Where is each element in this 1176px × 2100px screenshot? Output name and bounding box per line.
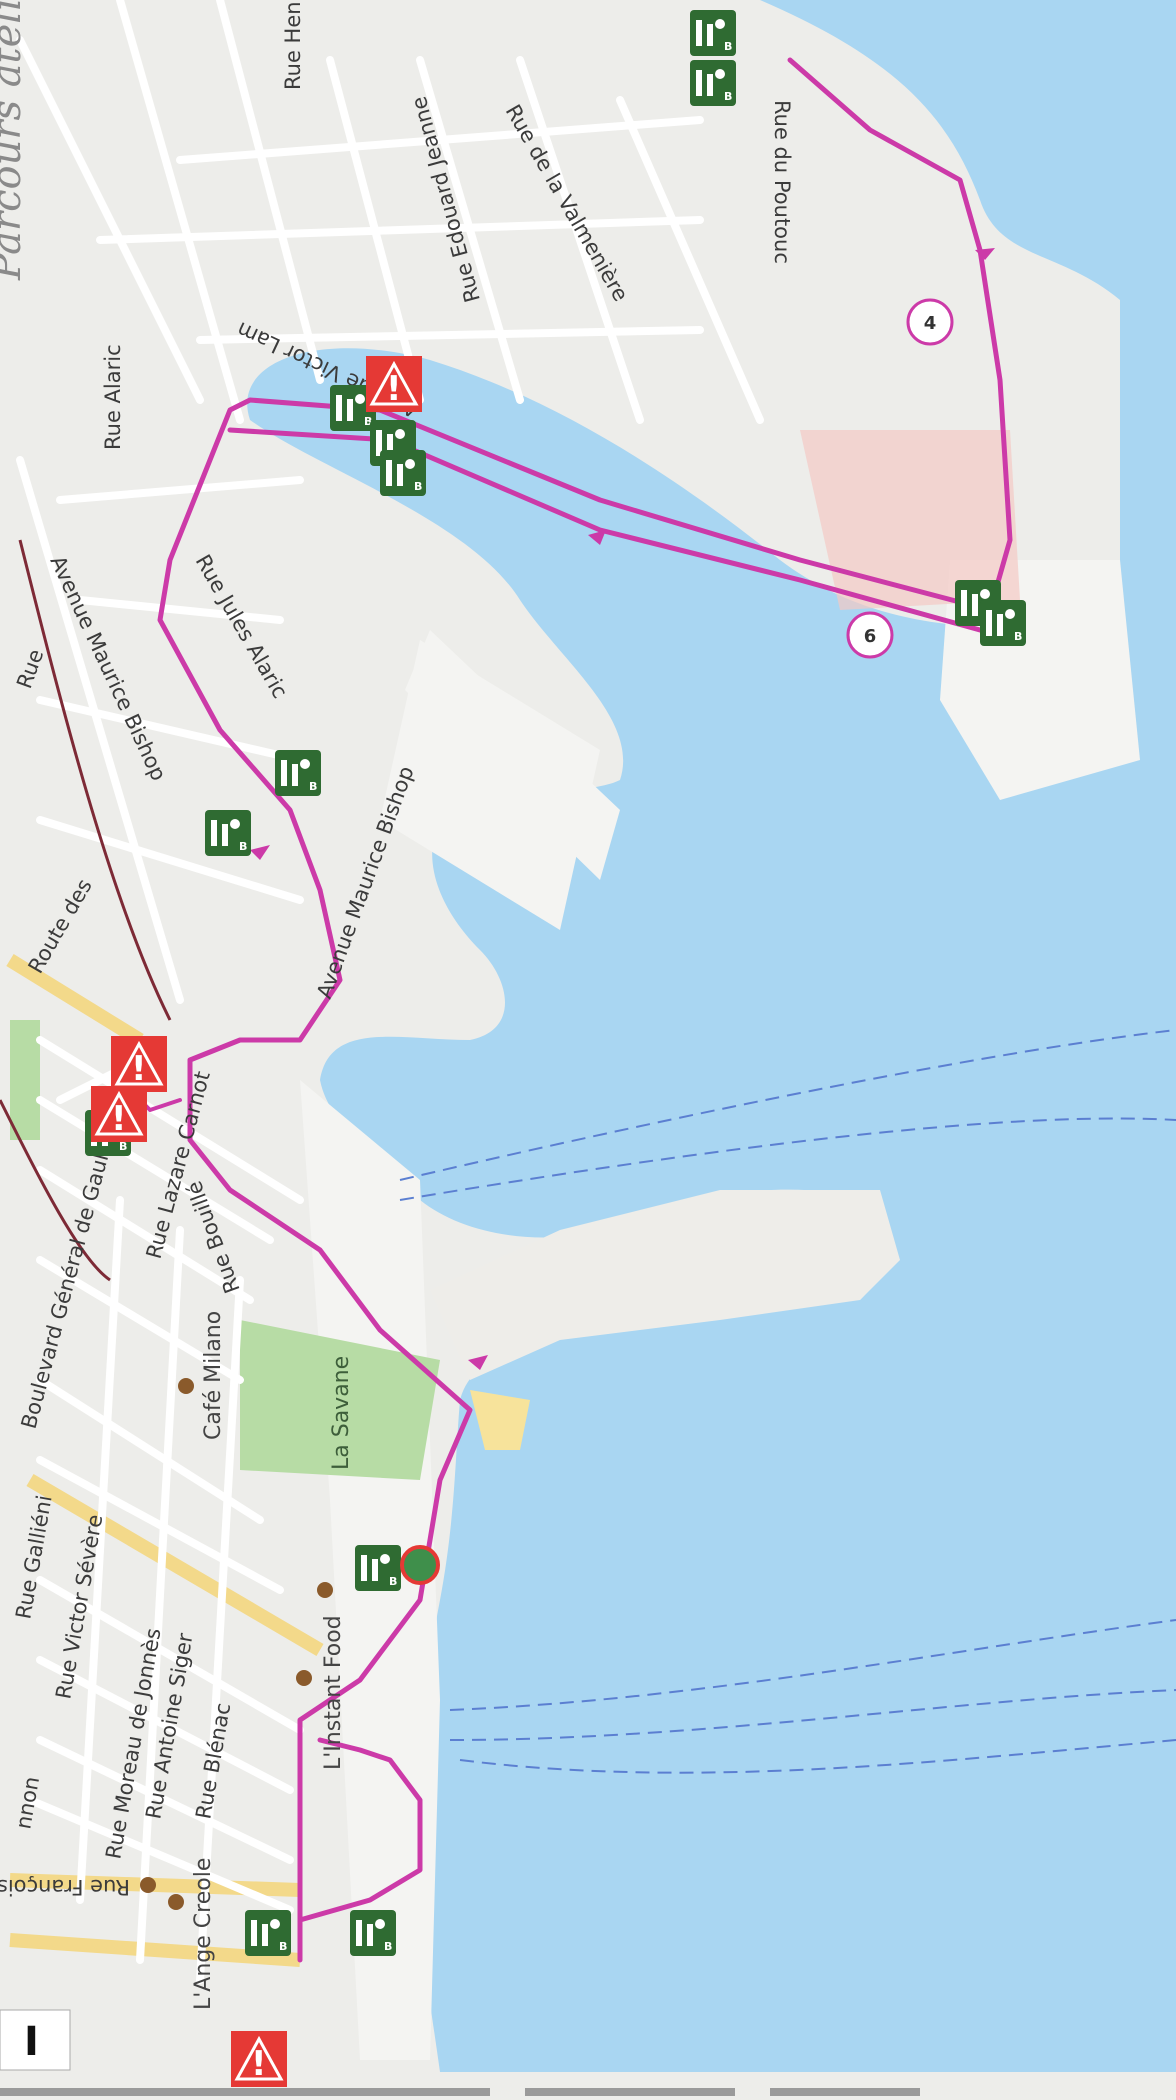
page-marker: I: [24, 2019, 39, 2065]
warning-icon: !: [366, 356, 422, 412]
warning-icon: !: [231, 2031, 287, 2087]
aid-station-icon: B: [245, 1910, 291, 1956]
aid-station-icon: B: [350, 1910, 396, 1956]
warning-icon: !: [91, 1086, 147, 1142]
industrial-zone: [800, 430, 1020, 610]
svg-text:B: B: [384, 1940, 392, 1953]
handwritten-note: Parcours atelier: [0, 0, 30, 281]
route-arrows: [250, 248, 995, 1370]
aid-station-icon: B: [355, 1545, 401, 1591]
aid-station-icon: B: [980, 600, 1026, 646]
cafe-icons: [140, 1378, 333, 1910]
svg-text:B: B: [724, 40, 732, 53]
cafe-icon: [140, 1877, 156, 1893]
peninsula: [430, 1190, 900, 1380]
park-savane: [240, 1320, 440, 1480]
svg-text:!: !: [131, 1049, 147, 1089]
aid-station-icon: B: [690, 10, 736, 56]
km-marker-6: 6: [846, 611, 894, 659]
boulevards: [0, 539, 172, 1282]
page-marker-box: [0, 2009, 71, 2071]
warning-icons: ! ! ! !: [91, 356, 422, 2087]
svg-text:B: B: [239, 840, 247, 853]
svg-text:B: B: [389, 1575, 397, 1588]
svg-text:B: B: [364, 415, 372, 428]
svg-text:4: 4: [924, 313, 937, 334]
beach: [470, 1390, 530, 1450]
race-route: [128, 57, 1013, 1963]
cafe-icon: [296, 1670, 312, 1686]
svg-text:6: 6: [864, 626, 877, 647]
warning-icon: !: [111, 1036, 167, 1092]
svg-text:B: B: [279, 1940, 287, 1953]
street-label: Rue Alaric: [101, 344, 125, 450]
pier-long: [405, 630, 620, 880]
park-small: [10, 1020, 40, 1140]
svg-text:B: B: [309, 780, 317, 793]
svg-text:!: !: [386, 369, 402, 409]
aid-station-icon: B: [330, 385, 376, 431]
svg-text:B: B: [414, 480, 422, 493]
street-label: Rue François: [0, 1875, 130, 1899]
poi-label-ange-creole: L'Ange Creole: [191, 1858, 216, 2010]
svg-text:!: !: [111, 1099, 127, 1139]
aid-station-icon: B: [380, 450, 426, 496]
sea: [247, 0, 1176, 2072]
svg-text:!: !: [251, 2044, 267, 2084]
svg-text:B: B: [724, 90, 732, 103]
aid-station-icon: B: [275, 750, 321, 796]
street-label: Rue du Poutouc: [770, 100, 794, 264]
cafe-icon: [168, 1894, 184, 1910]
aid-station-icon: B: [690, 60, 736, 106]
poi-label-cafe-milano: Café Milano: [201, 1311, 226, 1440]
cafe-icon: [178, 1378, 194, 1394]
aid-station-icons: B B B B B B B B B B B B: [85, 10, 1026, 1956]
svg-text:B: B: [1014, 630, 1022, 643]
svg-text:B: B: [119, 1140, 127, 1153]
ferry-lanes: [399, 1029, 1176, 1774]
scale-bar: [0, 2088, 920, 2096]
start-finish-marker: [400, 1545, 440, 1585]
km-marker-4: 4: [906, 298, 954, 346]
cafe-icon: [317, 1582, 333, 1598]
park-label-savane: La Savane: [329, 1356, 354, 1470]
street-label: Rue Hen: [281, 1, 305, 90]
aid-station-icon: B: [205, 810, 251, 856]
poi-label-instant-food: L'Instant Food: [321, 1615, 346, 1770]
street-grid: [16, 0, 764, 1984]
